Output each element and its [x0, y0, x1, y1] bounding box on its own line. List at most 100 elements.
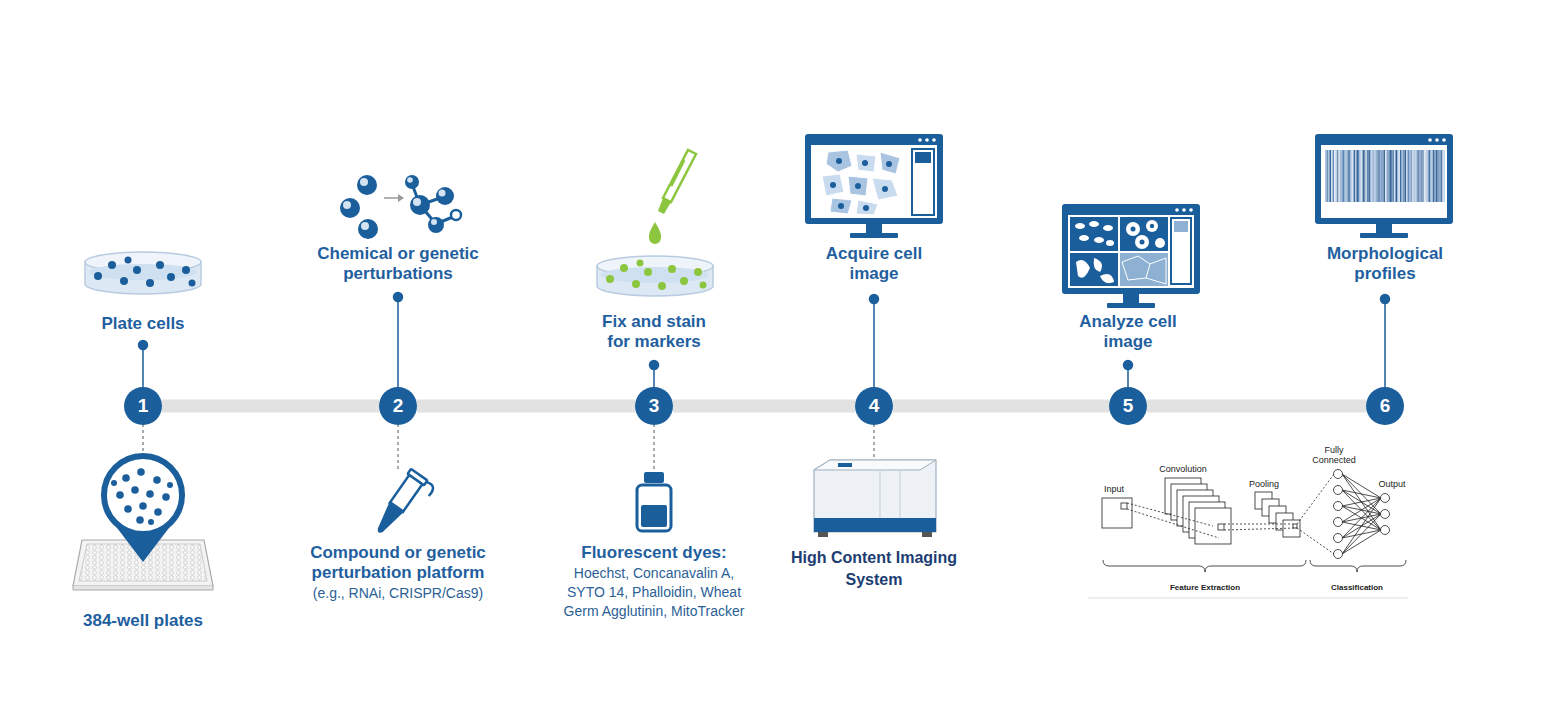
dye-bottle — [637, 472, 671, 531]
leader-line — [394, 293, 403, 302]
petri-dish — [637, 260, 644, 267]
cnn-diagram — [1381, 526, 1390, 535]
monitor — [1122, 256, 1150, 280]
monitor — [1076, 260, 1090, 278]
well-plate — [73, 586, 213, 590]
molecules — [361, 222, 369, 230]
sample-tube — [371, 469, 436, 544]
location-pin — [104, 456, 182, 562]
petri-dish — [85, 252, 201, 294]
profile-heatmap — [1330, 150, 1332, 202]
cnn-diagram — [1310, 560, 1406, 572]
monitor — [1123, 294, 1139, 303]
monitor — [1442, 138, 1446, 142]
cnn-diagram — [1127, 509, 1219, 538]
petri-dish — [167, 273, 175, 281]
petri-dish — [94, 272, 102, 280]
dropper — [649, 222, 661, 244]
profile-heatmap — [1351, 150, 1353, 202]
profile-heatmap — [1439, 150, 1441, 202]
leader-line — [1381, 295, 1390, 304]
location-pin — [124, 505, 132, 513]
profile-heatmap — [1373, 150, 1375, 202]
monitor — [850, 233, 898, 238]
dropper — [658, 198, 671, 214]
location-pin — [122, 474, 130, 482]
petri-dish — [189, 280, 196, 287]
monitor — [872, 178, 898, 200]
profile-heatmap — [1402, 150, 1404, 202]
profile-heatmap — [1382, 150, 1384, 202]
step-number: 5 — [1123, 395, 1134, 417]
profile-heatmap — [1405, 150, 1407, 202]
timeline-track — [417, 400, 635, 413]
monitor — [1075, 223, 1085, 229]
profile-heatmap — [1367, 150, 1369, 202]
imaging-system — [814, 460, 936, 470]
step-note: (e.g., RNAi, CRISPR/Cas9) — [278, 584, 518, 603]
step-title: Chemical or genetic perturbations — [293, 244, 503, 284]
cnn-diagram — [1342, 514, 1381, 554]
molecules — [439, 190, 446, 197]
monitor — [1068, 215, 1194, 288]
monitor — [1428, 138, 1432, 142]
profile-heatmap — [1387, 150, 1389, 202]
monitor — [1107, 303, 1155, 308]
monitor — [1079, 235, 1089, 241]
monitor — [1171, 218, 1191, 284]
monitor — [855, 183, 861, 189]
instrument-label: High Content Imaging System — [789, 547, 959, 591]
monitor — [1321, 145, 1447, 218]
profile-heatmap — [1345, 150, 1347, 202]
profile-heatmap — [1409, 150, 1411, 202]
cnn-diagram — [1342, 498, 1381, 538]
molecules — [357, 175, 377, 195]
cnn-diagram — [1334, 502, 1343, 511]
cnn-diagram — [1334, 534, 1343, 543]
location-pin — [116, 491, 124, 499]
molecules — [360, 178, 368, 186]
profile-heatmap — [1369, 150, 1371, 202]
step-title: Plate cells — [63, 314, 223, 334]
cnn-diagram — [1342, 474, 1381, 554]
cnn-diagram — [1381, 494, 1390, 503]
monitor — [932, 138, 936, 142]
cnn-diagram — [1293, 524, 1297, 528]
monitor — [805, 134, 943, 238]
cnn-diagram — [1297, 528, 1334, 554]
profile-heatmap — [1412, 150, 1414, 202]
dye-bottle — [641, 505, 667, 527]
location-pin — [136, 516, 144, 524]
molecules — [340, 175, 461, 239]
petri-dish — [156, 261, 164, 269]
dashed-leader — [398, 424, 399, 470]
profile-heatmap — [1399, 150, 1401, 202]
imaging-system — [900, 470, 901, 520]
petri-dish — [680, 277, 688, 285]
profile-heatmap — [1430, 150, 1432, 202]
profile-heatmap — [1349, 150, 1351, 202]
step-number-circle: 6 — [1366, 387, 1404, 425]
step-title: Morphological profiles — [1310, 244, 1460, 284]
monitor — [1376, 224, 1392, 233]
cnn-layer-label: Input — [1104, 484, 1124, 494]
monitor — [915, 152, 931, 163]
petri-dish — [644, 268, 652, 276]
cnn-diagram — [1381, 510, 1390, 519]
imaging-system — [880, 470, 881, 520]
monitor — [1150, 224, 1154, 228]
monitor — [1140, 240, 1145, 245]
petri-dish — [658, 282, 666, 290]
imaging-system — [814, 460, 936, 537]
profile-heatmap — [1358, 150, 1360, 202]
monitor — [866, 224, 882, 233]
monitor — [1120, 253, 1168, 286]
cnn-diagram — [1334, 486, 1343, 495]
profile-heatmap — [1354, 150, 1356, 202]
timeline-track — [673, 400, 855, 413]
petri-dish — [108, 261, 116, 269]
profile-heatmap — [1361, 150, 1363, 202]
cnn-diagram — [1218, 524, 1224, 530]
